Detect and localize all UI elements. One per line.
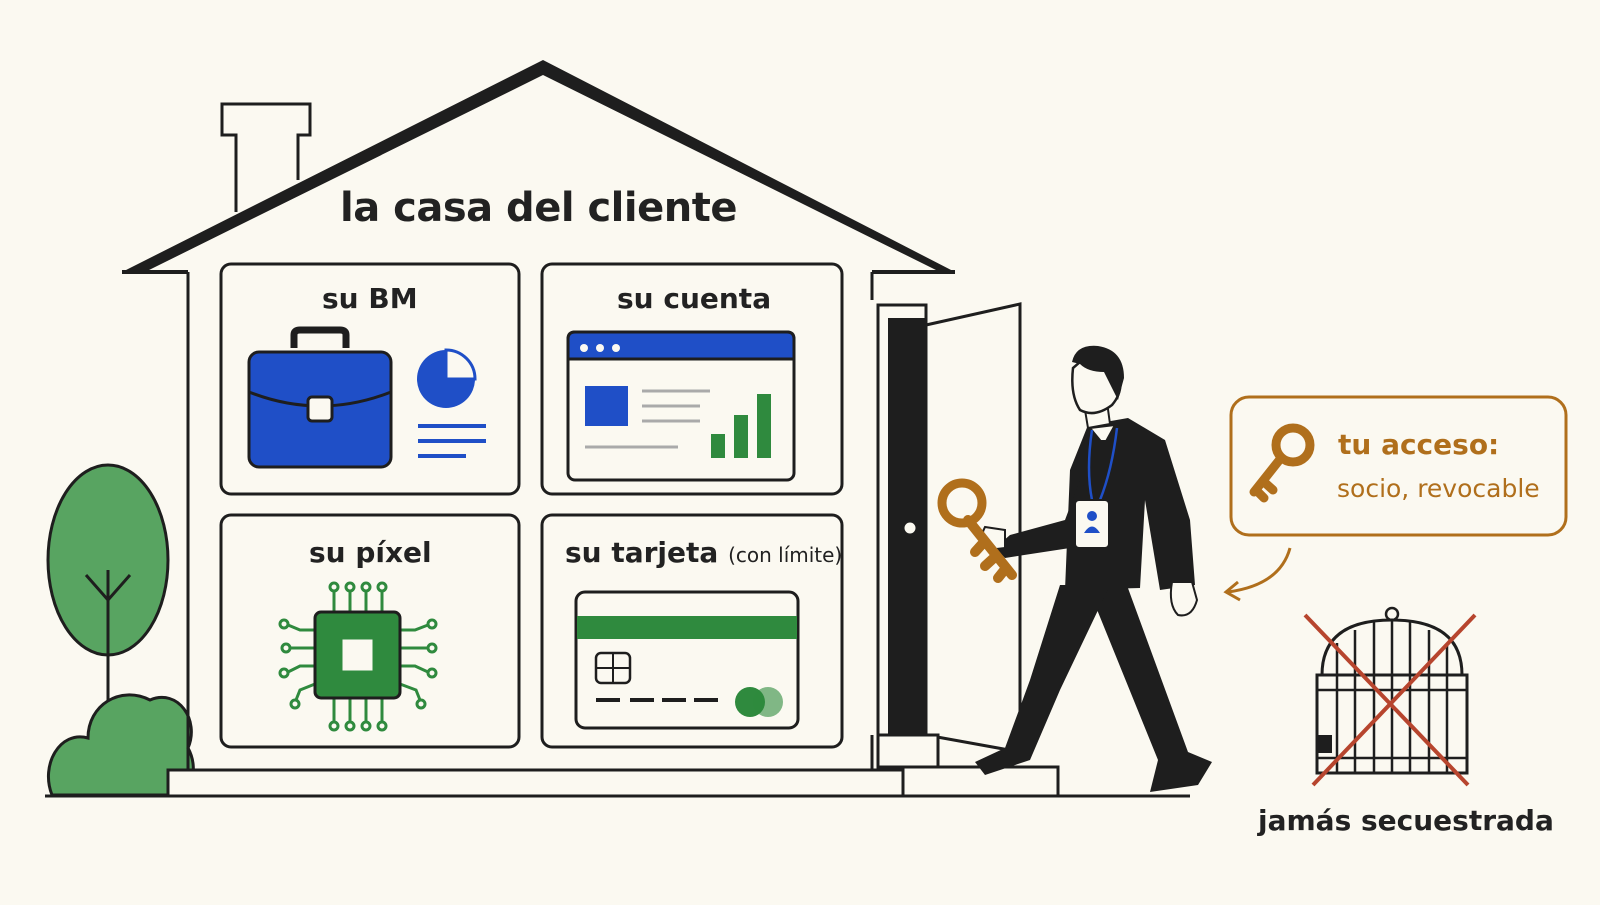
- person-with-key: [937, 345, 1212, 792]
- briefcase-icon: [247, 326, 393, 469]
- pie-chart-icon: [417, 348, 477, 408]
- panel-label-su-pixel: su píxel: [309, 536, 432, 569]
- panel-label-su-tarjeta-main: su tarjeta: [565, 536, 719, 569]
- panel-label-su-tarjeta: su tarjeta (con límite): [565, 536, 842, 569]
- panel-su-tarjeta: [540, 513, 844, 749]
- ad-account-dashboard-icon: [566, 330, 796, 482]
- house: [122, 60, 955, 798]
- bush-icon: [46, 693, 195, 797]
- arrow-icon: [1227, 547, 1292, 594]
- panel-label-su-bm: su BM: [322, 282, 418, 315]
- credit-card-icon: [574, 590, 800, 730]
- panel-su-pixel: [219, 513, 521, 749]
- key-icon: [937, 478, 1017, 583]
- panel-su-cuenta: [540, 262, 844, 496]
- access-title: tu acceso:: [1338, 428, 1500, 461]
- door-open: [876, 302, 1060, 798]
- text-lines-icon: [418, 424, 486, 458]
- access-callout: [1223, 395, 1568, 602]
- tree-icon: [46, 463, 170, 790]
- door-knob-icon: [904, 522, 916, 534]
- cage-label: jamás secuestrada: [1258, 804, 1554, 837]
- panel-label-su-cuenta: su cuenta: [617, 282, 772, 315]
- panel-label-su-tarjeta-sub: (con límite): [728, 543, 843, 567]
- pixel-chip-icon: [278, 581, 438, 732]
- crossed-cage-icon: [1303, 606, 1477, 787]
- house-title: la casa del cliente: [340, 185, 737, 231]
- panel-su-bm: [219, 262, 521, 496]
- key-icon: [1249, 423, 1315, 503]
- id-badge-icon: [1074, 499, 1110, 549]
- access-subtitle: socio, revocable: [1337, 474, 1540, 503]
